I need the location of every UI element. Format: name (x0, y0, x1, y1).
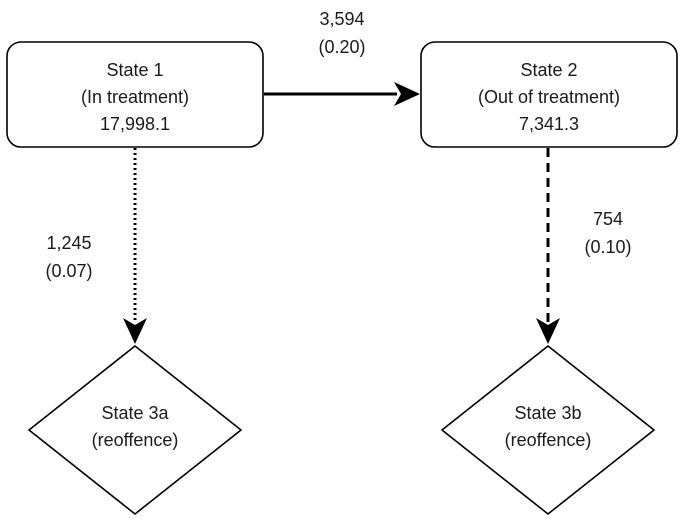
state2-title: State 2 (520, 60, 577, 80)
arrowhead-icon (123, 318, 147, 344)
transition-probability: (0.20) (318, 37, 365, 57)
label-state2-to-state3b: 754 (0.10) (584, 209, 631, 257)
state3a-node: State 3a (reoffence) (27, 344, 243, 516)
state3a-subtitle: (reoffence) (92, 430, 179, 450)
state3b-subtitle: (reoffence) (505, 430, 592, 450)
transition-count: 3,594 (319, 9, 364, 29)
state3b-node: State 3b (reoffence) (440, 344, 656, 516)
label-state1-to-state3a: 1,245 (0.07) (45, 233, 92, 281)
transition-count: 754 (593, 209, 623, 229)
state3b-title: State 3b (514, 403, 581, 423)
state2-node: State 2 (Out of treatment) 7,341.3 (420, 41, 678, 148)
edge-state1-to-state3a (123, 148, 147, 344)
arrowhead-icon (536, 318, 560, 344)
edge-state1-to-state2 (264, 82, 420, 106)
state3a-title: State 3a (101, 403, 169, 423)
state1-node: State 1 (In treatment) 17,998.1 (6, 41, 264, 148)
state1-value: 17,998.1 (100, 114, 170, 134)
state2-subtitle: (Out of treatment) (478, 87, 620, 107)
transition-count: 1,245 (46, 233, 91, 253)
arrowhead-icon (394, 82, 420, 106)
transition-probability: (0.07) (45, 261, 92, 281)
edge-state2-to-state3b (536, 148, 560, 344)
state1-title: State 1 (106, 60, 163, 80)
state2-value: 7,341.3 (519, 114, 579, 134)
label-state1-to-state2: 3,594 (0.20) (318, 9, 365, 57)
state1-subtitle: (In treatment) (81, 87, 189, 107)
transition-probability: (0.10) (584, 237, 631, 257)
